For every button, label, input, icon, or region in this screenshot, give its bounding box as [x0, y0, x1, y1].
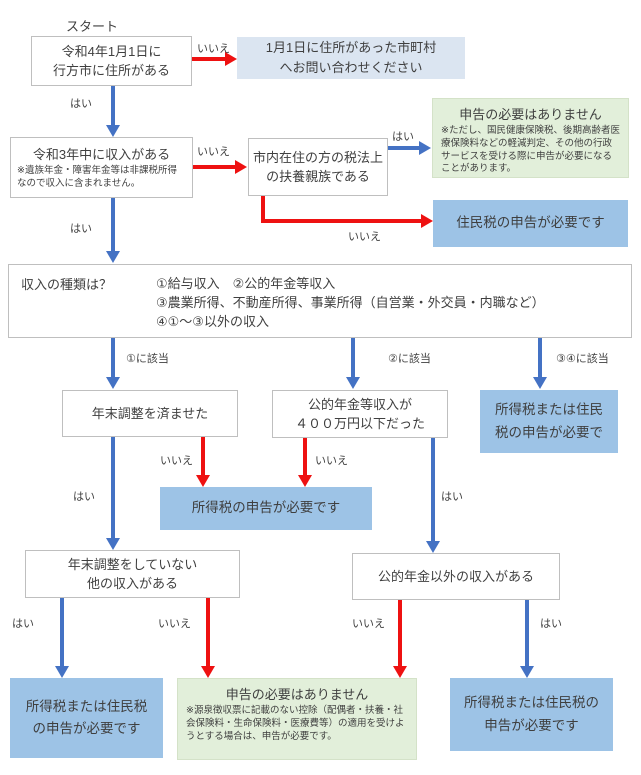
arrow-nencho-shotokuzei-head: [196, 475, 210, 487]
q3-line1: 市内在住の方の税法上: [252, 149, 383, 165]
arrow-nencho-nencho2-head: [106, 538, 120, 550]
result-right-line1: 所得税または住民税の: [464, 695, 599, 711]
edge-label-no-q1: いいえ: [197, 43, 230, 55]
nencho-text: 年末調整を済ませた: [91, 405, 209, 421]
arrow-nencho-nencho2-line: [111, 437, 115, 538]
arrow-q2-q3-line: [193, 165, 235, 169]
result-right-line2: 申告が必要です: [484, 717, 579, 733]
contact-line1: 1月1日に住所があった市町村: [265, 39, 437, 55]
q3-dependent-box: 市内在住の方の税法上 の扶養親族である: [248, 138, 388, 196]
edge-label-cond1: ①に該当: [126, 353, 169, 365]
year-end-adjustment-box: 年末調整を済ませた: [62, 390, 238, 437]
noneed-bottom-note: ※源泉徴収票に記載のない控除（配偶者・扶養・社会保険料・生命保険料・医療費等）の…: [186, 705, 405, 742]
noneed-bottom-title: 申告の必要はありません: [225, 687, 369, 702]
arrow-q3-noneed-line: [388, 146, 419, 150]
contact-municipality-box: 1月1日に住所があった市町村 へお問い合わせください: [237, 37, 465, 79]
arrow-q1-contact-head: [225, 52, 237, 66]
noneed-top-note: ※ただし、国民健康保険税、後期高齢者医療保険料などの軽減判定、その他の行政サービ…: [441, 125, 620, 175]
juminzei-text: 住民税の申告が必要です: [456, 215, 605, 231]
edge-label-cond2: ②に該当: [388, 353, 431, 365]
no-filing-needed-top-box: 申告の必要はありません ※ただし、国民健康保険税、後期高齢者医療保険料などの軽減…: [432, 98, 629, 178]
income-or-resident-tax-box-left: 所得税または住民税 の申告が必要です: [10, 678, 163, 758]
edge-label-no-q2: いいえ: [197, 146, 230, 158]
result-left-line1: 所得税または住民税: [25, 698, 148, 714]
arrow-nencho2-noneed-head: [201, 666, 215, 678]
no-year-end-adjustment-box: 年末調整をしていない 他の収入がある: [25, 550, 240, 598]
pension-line1: 公的年金等収入が: [307, 396, 412, 412]
income-types-box: 収入の種類は？ ①給与収入 ②公的年金等収入 ③農業所得、不動産所得、事業所得（…: [8, 264, 632, 338]
arrow-pension2-noneed-line: [398, 600, 402, 666]
arrow-q2-income-head: [106, 251, 120, 263]
edge-label-no-nencho2: いいえ: [158, 618, 191, 630]
q1-line2: 行方市に住所がある: [52, 63, 170, 78]
edge-label-yes-pension2: はい: [540, 618, 562, 630]
arrow-q1-q2-head: [106, 125, 120, 137]
start-label: スタート: [66, 19, 119, 34]
arrow-q3-juminzei-hline: [261, 219, 421, 223]
arrow-q3-juminzei-vline: [261, 196, 265, 223]
edge-label-yes-q3: はい: [392, 131, 414, 143]
no-filing-needed-bottom-box: 申告の必要はありません ※源泉徴収票に記載のない控除（配偶者・扶養・社会保険料・…: [177, 678, 417, 760]
pension-under-400-box: 公的年金等収入が ４００万円以下だった: [272, 390, 448, 438]
result-mid-line1: 所得税または住民: [495, 402, 603, 418]
arrow-pension-shotokuzei-line: [303, 438, 307, 475]
nencho2-line2: 他の収入がある: [86, 576, 178, 591]
arrow-q1-contact-line: [192, 57, 225, 61]
arrow-branch2-line: [351, 338, 355, 377]
arrow-nencho-shotokuzei-line: [201, 437, 205, 475]
arrow-pension-pension2-head: [426, 541, 440, 553]
edge-label-yes-q1: はい: [70, 98, 92, 110]
arrow-q1-q2-line: [111, 86, 115, 126]
edge-label-yes-q2: はい: [70, 223, 92, 235]
arrow-nencho2-noneed-line: [206, 598, 210, 666]
edge-label-yes-nencho2: はい: [12, 618, 34, 630]
arrow-nencho2-resultleft-head: [55, 666, 69, 678]
q2-note: ※遺族年金・障害年金等は非課税所得なので収入に含まれません。: [17, 165, 177, 189]
q3-line2: の扶養親族である: [266, 169, 370, 184]
arrow-branch2-head: [346, 377, 360, 389]
non-pension-income-box: 公的年金以外の収入がある: [352, 553, 560, 600]
edge-label-no-pension: いいえ: [315, 455, 348, 467]
arrow-q3-noneed-head: [419, 141, 431, 155]
arrow-pension-pension2-line: [431, 438, 435, 541]
arrow-pension-shotokuzei-head: [298, 475, 312, 487]
resident-tax-required-box: 住民税の申告が必要です: [433, 200, 628, 247]
q1-line1: 令和4年1月1日に: [61, 43, 162, 59]
arrow-branch3-line: [538, 338, 542, 377]
arrow-pension2-noneed-head: [393, 666, 407, 678]
result-mid-line2: 税の申告が必要で: [495, 424, 603, 440]
nencho2-line1: 年末調整をしていない: [67, 556, 198, 572]
result-left-line2: の申告が必要です: [32, 721, 141, 736]
arrow-branch3-head: [533, 377, 547, 389]
arrow-pension2-resultright-line: [525, 600, 529, 666]
shotokuzei-text: 所得税の申告が必要です: [191, 500, 341, 516]
edge-label-cond34: ③④に該当: [556, 353, 609, 365]
edge-label-no-pension2: いいえ: [352, 618, 385, 630]
arrow-branch1-line: [111, 338, 115, 377]
income-question: 収入の種類は？: [21, 277, 113, 292]
income-tax-required-box: 所得税の申告が必要です: [160, 487, 372, 530]
edge-label-no-nencho: いいえ: [160, 455, 193, 467]
income-or-resident-tax-box-right: 所得税または住民税の 申告が必要です: [450, 678, 613, 751]
income-option-12: ①給与収入 ②公的年金等収入: [156, 276, 336, 291]
pension-line2: ４００万円以下だった: [294, 416, 425, 431]
arrow-q2-q3-head: [235, 160, 247, 174]
noneed-top-title: 申告の必要はありません: [459, 107, 602, 122]
arrow-nencho2-resultleft-line: [60, 598, 64, 666]
edge-label-no-q3: いいえ: [348, 231, 381, 243]
contact-line2: へお問い合わせください: [279, 60, 423, 75]
arrow-q3-juminzei-head: [421, 214, 433, 228]
arrow-pension2-resultright-head: [520, 666, 534, 678]
q2-title: 令和3年中に収入がある: [32, 146, 171, 162]
pension2-text: 公的年金以外の収入がある: [377, 568, 534, 584]
edge-label-yes-pension: はい: [441, 491, 463, 503]
arrow-q2-income-line: [111, 198, 115, 251]
edge-label-yes-nencho: はい: [73, 491, 95, 503]
arrow-branch1-head: [106, 377, 120, 389]
q1-residence-box: 令和4年1月1日に 行方市に住所がある: [31, 36, 192, 86]
q2-income-box: 令和3年中に収入がある ※遺族年金・障害年金等は非課税所得なので収入に含まれませ…: [10, 137, 193, 198]
income-option-4: ④①～③以外の収入: [156, 314, 269, 330]
income-or-resident-tax-box-right-mid: 所得税または住民 税の申告が必要で: [480, 390, 618, 453]
income-option-3: ③農業所得、不動産所得、事業所得（自営業・外交員・内職など）: [156, 295, 545, 311]
